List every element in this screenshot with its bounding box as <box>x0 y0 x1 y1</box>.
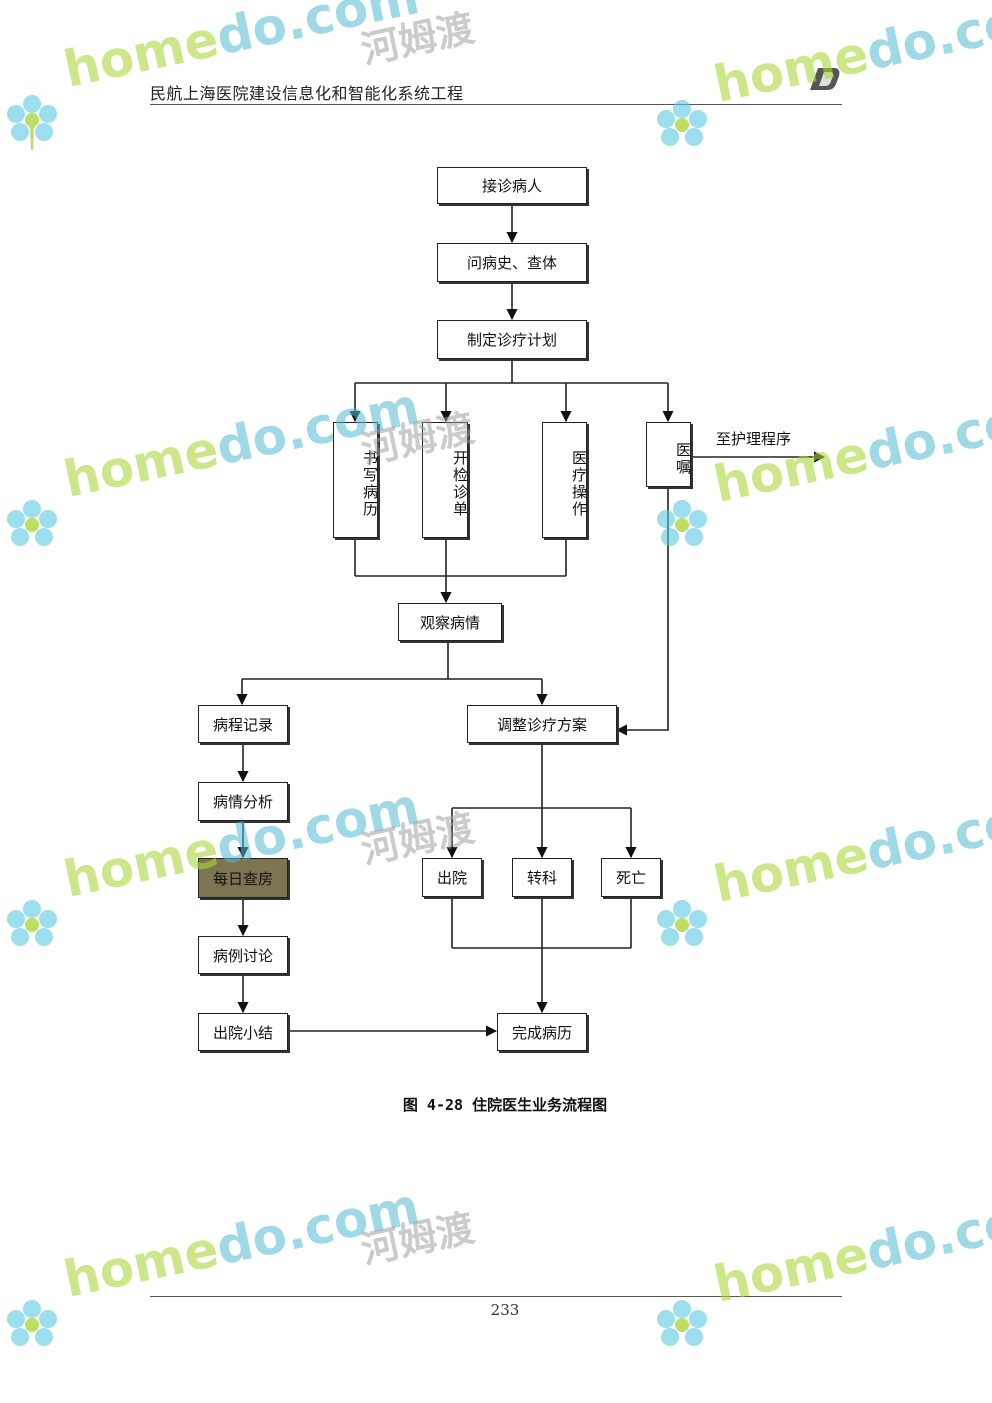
watermark-right-4 <box>650 1295 714 1363</box>
node-history-exam: 问病史、查体 <box>437 243 587 282</box>
flower-logo-icon <box>657 1300 707 1346</box>
flower-logo-icon <box>7 1300 57 1346</box>
page-number: 233 <box>490 1301 520 1319</box>
flower-logo-icon <box>7 95 57 150</box>
publisher-logo-icon <box>810 68 840 90</box>
watermark-right-3 <box>650 895 714 963</box>
watermark-left-4 <box>0 1295 64 1363</box>
node-condition-analysis: 病情分析 <box>198 782 288 821</box>
flower-logo-icon <box>7 900 57 946</box>
node-receive-patient: 接诊病人 <box>437 167 587 204</box>
node-exam-order: 开检诊单 <box>422 422 469 538</box>
flower-logo-icon <box>657 500 707 546</box>
node-discharge: 出院 <box>422 858 482 897</box>
node-case-discussion: 病例讨论 <box>198 936 288 974</box>
footer-rule <box>150 1296 842 1297</box>
node-complete-record: 完成病历 <box>497 1013 587 1051</box>
node-transfer: 转科 <box>512 858 572 897</box>
watermark-right-1 <box>650 95 714 163</box>
watermark-left-3 <box>0 895 64 963</box>
flower-logo-icon <box>657 100 707 146</box>
node-death: 死亡 <box>601 858 661 897</box>
flower-logo-icon <box>7 500 57 546</box>
node-progress-record: 病程记录 <box>198 705 288 743</box>
node-doctor-order: 医嘱 <box>646 422 692 487</box>
node-adjust-plan: 调整诊疗方案 <box>467 705 617 743</box>
header-rule <box>150 104 842 105</box>
node-discharge-summary: 出院小结 <box>198 1013 288 1051</box>
watermark-left-2 <box>0 495 64 563</box>
watermark-right-2 <box>650 495 714 563</box>
node-medical-operation: 医疗操作 <box>542 422 588 538</box>
label-to-nursing: 至护理程序 <box>716 430 792 448</box>
figure-caption: 图 4-28 住院医生业务流程图 <box>402 1096 608 1114</box>
watermark-dotcom-text: .com <box>929 0 992 67</box>
arrow-order-to-adjust-plan <box>615 487 669 736</box>
flower-logo-icon <box>657 900 707 946</box>
node-observe-condition: 观察病情 <box>398 603 502 641</box>
node-write-record: 书写病历 <box>333 422 379 538</box>
watermark-do-text: do <box>211 0 293 67</box>
document-header-title: 民航上海医院建设信息化和智能化系统工程 <box>150 84 464 103</box>
node-daily-rounds: 每日查房 <box>198 858 288 898</box>
watermark-left-1 <box>0 90 64 158</box>
node-treatment-plan: 制定诊疗计划 <box>437 320 587 359</box>
